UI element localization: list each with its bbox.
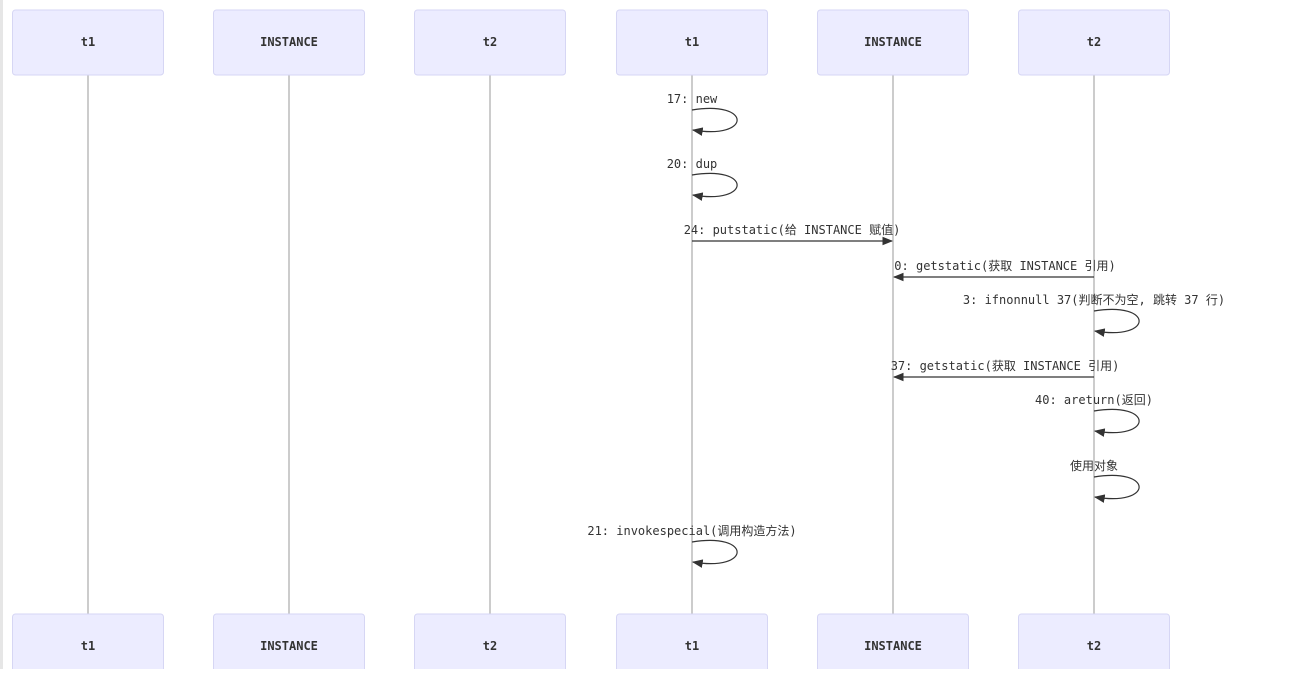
message: 40: areturn(返回) (1035, 393, 1153, 437)
message: 3: ifnonnull 37(判断不为空, 跳转 37 行) (963, 292, 1225, 337)
participant-label: INSTANCE (864, 639, 922, 653)
participant-label: INSTANCE (864, 35, 922, 49)
self-message-arrow (1093, 408, 1140, 437)
participant-insta-top[interactable]: INSTANCE (213, 9, 365, 76)
message-label: 37: getstatic(获取 INSTANCE 引用) (891, 359, 1120, 373)
message-label: 21: invokespecial(调用构造方法) (587, 523, 796, 538)
participant-insta-bottom[interactable]: INSTANCE (213, 613, 365, 680)
message: 37: getstatic(获取 INSTANCE 引用) (891, 359, 1120, 382)
participant-label: t2 (1087, 35, 1101, 49)
participant-t2a-top[interactable]: t2 (414, 9, 566, 76)
message-label: 40: areturn(返回) (1035, 393, 1153, 407)
participant-label: t1 (685, 639, 699, 653)
message: 使用对象 (1070, 458, 1140, 503)
self-message-arrow (1093, 474, 1140, 503)
message-label: 使用对象 (1070, 458, 1118, 473)
message: 0: getstatic(获取 INSTANCE 引用) (892, 259, 1116, 282)
participant-label: INSTANCE (260, 35, 318, 49)
participant-label: t2 (483, 639, 497, 653)
message: 17: new (667, 92, 738, 136)
participant-t2b-top[interactable]: t2 (1018, 9, 1170, 76)
message-label: 24: putstatic(给 INSTANCE 赋值) (684, 222, 901, 237)
participant-label: INSTANCE (260, 639, 318, 653)
message-label: 17: new (667, 92, 718, 106)
message: 20: dup (667, 157, 738, 201)
self-message-arrow (691, 107, 738, 136)
participant-instb-bottom[interactable]: INSTANCE (817, 613, 969, 680)
participant-t1a-bottom[interactable]: t1 (12, 613, 164, 680)
participant-label: t1 (685, 35, 699, 49)
participant-box[interactable] (213, 9, 365, 76)
self-message-arrow (1093, 308, 1140, 337)
message-label: 0: getstatic(获取 INSTANCE 引用) (894, 259, 1115, 273)
participant-label: t1 (81, 639, 95, 653)
self-message-arrow (691, 539, 738, 568)
participant-t1a-top[interactable]: t1 (12, 9, 164, 76)
participant-label: t2 (1087, 639, 1101, 653)
participant-box[interactable] (616, 9, 768, 76)
participant-box[interactable] (12, 9, 164, 76)
self-message-arrow (691, 172, 738, 201)
message: 24: putstatic(给 INSTANCE 赋值) (684, 222, 901, 246)
participant-box[interactable] (1018, 9, 1170, 76)
participant-label: t2 (483, 35, 497, 49)
viewport-bottom (0, 669, 1297, 684)
window-edge (0, 0, 3, 684)
participant-instb-top[interactable]: INSTANCE (817, 9, 969, 76)
message-label: 3: ifnonnull 37(判断不为空, 跳转 37 行) (963, 292, 1225, 307)
message: 21: invokespecial(调用构造方法) (587, 523, 797, 568)
participant-box[interactable] (414, 9, 566, 76)
participant-label: t1 (81, 35, 95, 49)
participant-box[interactable] (817, 9, 969, 76)
message-label: 20: dup (667, 157, 718, 171)
participant-t1b-top[interactable]: t1 (616, 9, 768, 76)
